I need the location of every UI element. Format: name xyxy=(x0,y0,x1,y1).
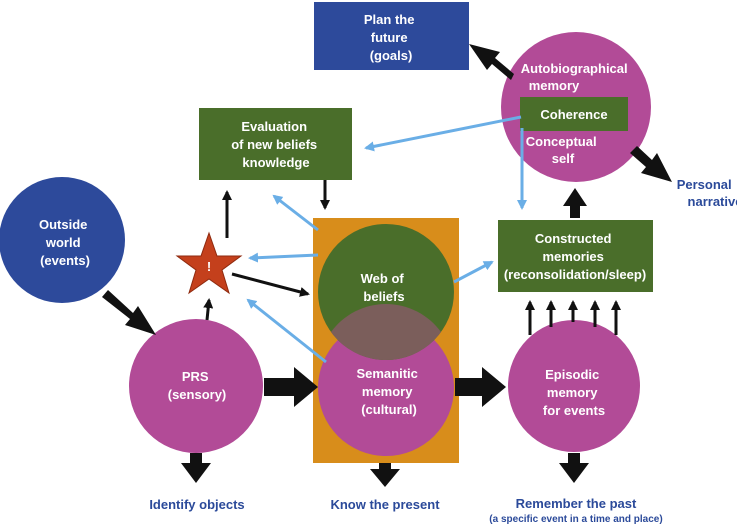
arrow-to-personal-narrative xyxy=(630,146,672,182)
outside-world-label: Outside world (events) xyxy=(39,217,91,268)
evaluation-label: Evaluation of new beliefs knowledge xyxy=(231,119,321,170)
coherence-box xyxy=(520,97,628,131)
autobiographical-label: Autobiographical memory xyxy=(521,61,632,93)
coherence-label: Coherence xyxy=(540,107,607,122)
personal-narrative-label: Personal narrative xyxy=(677,177,737,209)
arrow-web-to-star xyxy=(248,252,319,263)
arrow-coherence-to-evaluation xyxy=(364,115,522,152)
arrow-prs-to-star xyxy=(203,298,214,321)
arrow-web-to-constructed xyxy=(453,260,494,284)
constructed-memories-box xyxy=(498,220,653,292)
plan-future-label: Plan the future (goals) xyxy=(364,12,418,63)
plan-future-box xyxy=(314,2,469,70)
beliefs-semantic-overlap xyxy=(331,303,441,361)
identify-objects-label: Identify objects xyxy=(149,497,244,512)
arrow-semantic-to-star xyxy=(246,298,327,364)
web-of-beliefs-label: Web of beliefs xyxy=(361,271,408,304)
arrow-star-to-web xyxy=(231,272,310,297)
arrow-semantic-to-episodic xyxy=(455,367,506,407)
episodic-memory-label: Episodic memory for events xyxy=(543,367,605,418)
star-label: ! xyxy=(207,259,211,274)
arrow-to-plan-future xyxy=(469,44,514,80)
blue-arrows xyxy=(246,115,527,364)
outside-world-circle xyxy=(0,177,125,303)
alert-star-icon xyxy=(175,231,243,295)
arrow-semantic-down xyxy=(370,463,400,487)
arrow-prs-to-semantic xyxy=(264,367,318,407)
remember-past-label: Remember the past xyxy=(516,496,637,511)
evaluation-box xyxy=(199,108,352,180)
semantic-memory-label: Semanitic memory (cultural) xyxy=(356,366,421,417)
arrow-constructed-to-self xyxy=(563,188,587,218)
arrow-prs-down xyxy=(181,453,211,483)
thick-arrows xyxy=(102,44,672,487)
prs-circle xyxy=(129,319,263,453)
arrow-episodic-down xyxy=(559,453,589,483)
constructed-memories-label: Constructed memories (reconsolidation/sl… xyxy=(504,231,646,282)
semantic-memory-circle xyxy=(318,320,454,456)
remember-past-sub-label: (a specific event in a time and place) xyxy=(489,514,662,525)
episodic-memory-circle xyxy=(508,320,640,452)
arrow-web-to-evaluation xyxy=(272,194,319,232)
conceptual-self-label: Conceptual self xyxy=(526,134,600,166)
thin-arrows xyxy=(203,180,621,335)
arrow-outside-to-prs xyxy=(102,290,156,335)
know-present-label: Know the present xyxy=(330,497,440,512)
prs-label: PRS (sensory) xyxy=(168,369,227,402)
